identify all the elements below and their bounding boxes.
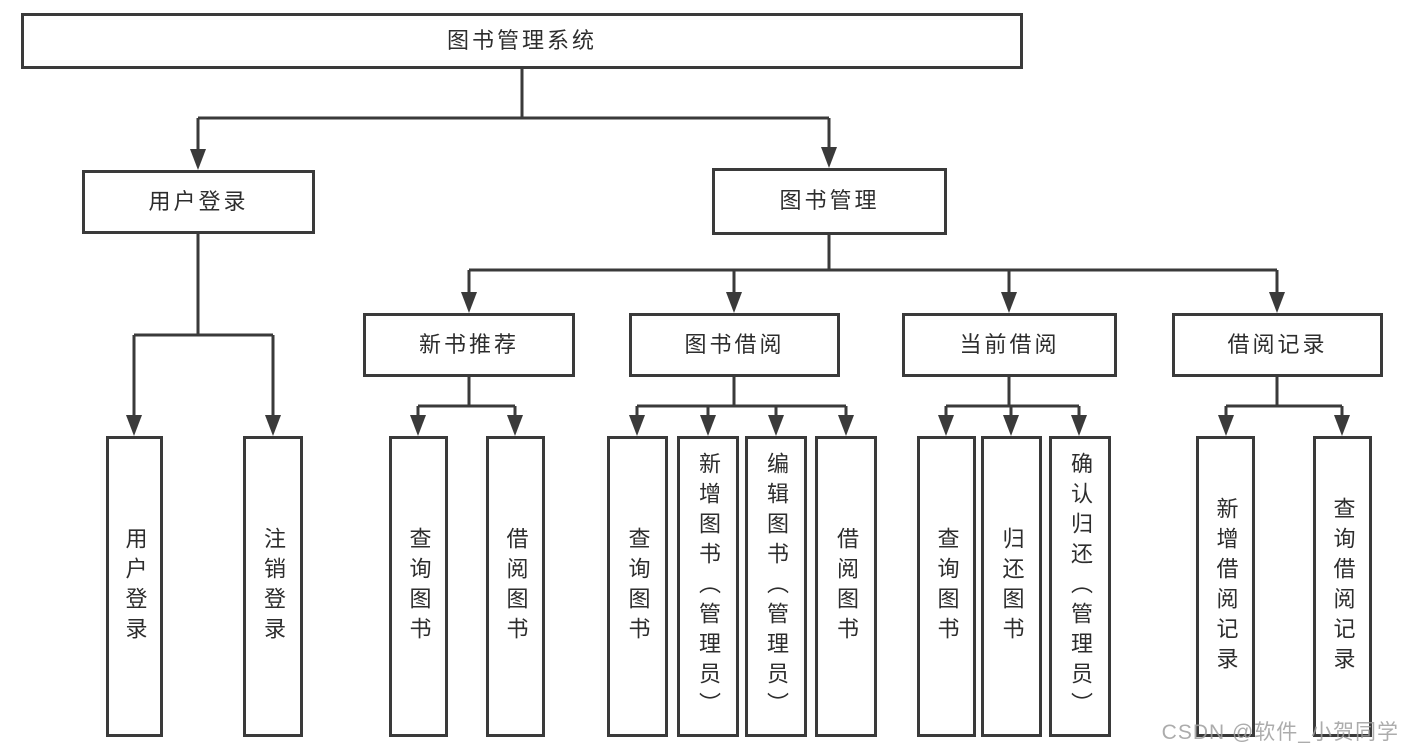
arrowheads [126, 147, 1350, 436]
node-user-login: 用户登录 [82, 170, 315, 234]
node-user-login-label: 用户登录 [148, 188, 249, 214]
arrowhead-icon [1071, 415, 1087, 436]
node-new-book-recommendation: 新书推荐 [363, 313, 575, 377]
arrowhead-icon [507, 415, 523, 436]
arrowhead-icon [1003, 415, 1019, 436]
arrowhead-icon [938, 415, 954, 436]
leaf-cb-confirm-return: 确认归还（管理员） [1049, 436, 1111, 737]
leaf-br-query-record-label: 查询借阅记录 [1330, 496, 1356, 677]
leaf-bb-edit-books-label: 编辑图书（管理员） [764, 451, 789, 722]
leaf-br-query-record: 查询借阅记录 [1313, 436, 1372, 737]
node-borrow-records-label: 借阅记录 [1227, 331, 1328, 357]
edge-currentborrow-children [944, 377, 1081, 420]
node-book-management: 图书管理 [712, 168, 947, 235]
leaf-bb-query-books: 查询图书 [607, 436, 668, 737]
leaf-rec-query-books: 查询图书 [389, 436, 448, 737]
leaf-cb-confirm-return-label: 确认归还（管理员） [1068, 451, 1093, 722]
edge-bookmgmt-to-level3 [467, 235, 1279, 295]
arrowhead-icon [838, 415, 854, 436]
node-root: 图书管理系统 [21, 13, 1023, 69]
leaf-bb-query-books-label: 查询图书 [625, 526, 651, 647]
leaf-user-login: 用户登录 [106, 436, 163, 737]
arrowhead-icon [1001, 292, 1017, 313]
edge-bookborrow-children [635, 377, 848, 420]
arrowhead-icon [768, 415, 784, 436]
leaf-br-add-record-label: 新增借阅记录 [1213, 496, 1239, 677]
arrowhead-icon [629, 415, 645, 436]
leaf-cb-return-books: 归还图书 [981, 436, 1042, 737]
arrowhead-icon [190, 149, 206, 170]
arrowhead-icon [461, 292, 477, 313]
leaf-bb-add-books-label: 新增图书（管理员） [696, 451, 721, 722]
node-book-borrowing-label: 图书借阅 [684, 331, 785, 357]
node-new-book-recommendation-label: 新书推荐 [418, 331, 519, 357]
edge-root-to-level2 [196, 69, 831, 152]
leaf-bb-edit-books: 编辑图书（管理员） [745, 436, 807, 737]
csdn-watermark: CSDN @软件_小贺同学 [1161, 721, 1399, 744]
arrowhead-icon [700, 415, 716, 436]
leaf-logout-label: 注销登录 [261, 526, 286, 647]
node-root-label: 图书管理系统 [446, 27, 597, 53]
leaf-cb-query-books: 查询图书 [917, 436, 976, 737]
leaf-cb-query-books-label: 查询图书 [934, 526, 960, 647]
node-book-borrowing: 图书借阅 [629, 313, 840, 377]
edge-borrowrecords-children [1224, 377, 1344, 420]
arrowhead-icon [1269, 292, 1285, 313]
arrowhead-icon [1218, 415, 1234, 436]
arrowhead-icon [126, 415, 142, 436]
edge-userlogin-children [132, 234, 275, 418]
node-current-borrow-label: 当前借阅 [959, 331, 1060, 357]
leaf-cb-return-books-label: 归还图书 [999, 526, 1025, 647]
leaf-logout: 注销登录 [243, 436, 303, 737]
arrowhead-icon [726, 292, 742, 313]
arrowhead-icon [821, 147, 837, 168]
node-current-borrow: 当前借阅 [902, 313, 1117, 377]
arrowhead-icon [265, 415, 281, 436]
arrowhead-icon [410, 415, 426, 436]
leaf-bb-add-books: 新增图书（管理员） [677, 436, 739, 737]
leaf-bb-borrow-books-label: 借阅图书 [834, 526, 859, 647]
leaf-user-login-label: 用户登录 [122, 526, 148, 647]
leaf-rec-borrow-books-label: 借阅图书 [503, 526, 529, 647]
arrowhead-icon [1334, 415, 1350, 436]
leaf-rec-query-books-label: 查询图书 [406, 526, 432, 647]
node-book-management-label: 图书管理 [779, 188, 880, 214]
node-borrow-records: 借阅记录 [1172, 313, 1383, 377]
leaf-bb-borrow-books: 借阅图书 [815, 436, 877, 737]
leaf-br-add-record: 新增借阅记录 [1196, 436, 1255, 737]
leaf-rec-borrow-books: 借阅图书 [486, 436, 545, 737]
edge-newbookrec-children [416, 377, 517, 420]
